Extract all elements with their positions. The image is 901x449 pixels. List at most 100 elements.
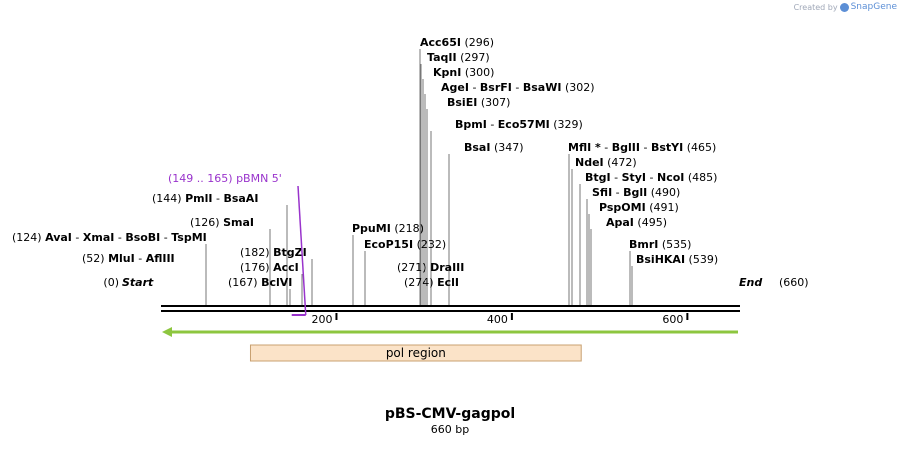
site-label-8[interactable]: EcoP15I (232) — [364, 238, 446, 251]
enzyme-name: Eco57MI — [498, 118, 550, 131]
feature-label: pol region — [386, 346, 446, 360]
enzyme-name: BsiHKAI — [636, 253, 685, 266]
site-position: (52) — [82, 252, 105, 265]
enzyme-name: AccI — [273, 261, 299, 274]
enzyme-name: MluI — [108, 252, 135, 265]
enzyme-name: DraIII — [430, 261, 464, 274]
feature-pol-region[interactable] — [249, 344, 582, 362]
primer-label: (149 .. 165) pBMN 5' — [168, 172, 282, 185]
site-position: (176) — [240, 261, 270, 274]
enzyme-name: PpuMI — [352, 222, 391, 235]
enzyme-name: BglI — [623, 186, 647, 199]
site-label-16[interactable]: BpmI - Eco57MI (329) — [455, 118, 583, 131]
site-label-11[interactable]: Acc65I (296) — [420, 36, 494, 49]
backbone — [161, 305, 740, 312]
site-label-20[interactable]: BtgI - StyI - NcoI (485) — [585, 171, 717, 184]
site-position: (296) — [464, 36, 494, 49]
site-position: (329) — [553, 118, 583, 131]
site-label-21[interactable]: SfiI - BglI (490) — [592, 186, 680, 199]
enzyme-name: BmrI — [629, 238, 658, 251]
snapgene-credit: Created by SnapGene — [794, 2, 897, 12]
site-label-4[interactable]: (182) BtgZI — [240, 246, 307, 259]
enzyme-name: BclVI — [261, 276, 292, 289]
enzyme-name: BglII — [612, 141, 640, 154]
site-label-5[interactable]: (176) AccI — [240, 261, 299, 274]
site-label-7[interactable]: PpuMI (218) — [352, 222, 424, 235]
site-label-2[interactable]: (144) PmlI - BsaAI — [152, 192, 258, 205]
enzyme-name: BsiEI — [447, 96, 477, 109]
site-position: (485) — [688, 171, 718, 184]
site-position: (144) — [152, 192, 182, 205]
credit-prefix: Created by — [793, 2, 838, 12]
site-position: (490) — [651, 186, 681, 199]
site-label-3[interactable]: (126) SmaI — [190, 216, 254, 229]
enzyme-name: EcoP15I — [364, 238, 413, 251]
site-label-19[interactable]: NdeI (472) — [575, 156, 637, 169]
enzyme-name: AvaI — [45, 231, 72, 244]
enzyme-name: SfiI — [592, 186, 612, 199]
ruler-label-400: 400 — [487, 313, 508, 326]
enzyme-name: NdeI — [575, 156, 604, 169]
enzyme-name: SmaI — [223, 216, 254, 229]
enzyme-name: BpmI — [455, 118, 487, 131]
site-label-13[interactable]: KpnI (300) — [433, 66, 494, 79]
map-length: 660 bp — [431, 423, 469, 436]
ruler-label-600: 600 — [662, 313, 683, 326]
site-label-18[interactable]: MflI * - BglII - BstYI (465) — [568, 141, 716, 154]
site-label-23[interactable]: ApaI (495) — [606, 216, 667, 229]
site-labels: (124) AvaI - XmaI - BsoBI - TspMI (52) Ml… — [12, 36, 718, 289]
enzyme-name: EclI — [437, 276, 459, 289]
site-lines — [205, 49, 633, 305]
site-position: (218) — [394, 222, 424, 235]
enzyme-name: MflI * — [568, 141, 601, 154]
snapgene-logo-icon — [839, 2, 849, 12]
primer-pbmn5[interactable]: (149 .. 165) pBMN 5' — [168, 172, 307, 316]
site-label-24[interactable]: BmrI (535) — [629, 238, 691, 251]
enzyme-name: BstYI — [651, 141, 683, 154]
site-label-6[interactable]: (167) BclVI — [228, 276, 292, 289]
site-position: (302) — [565, 81, 595, 94]
site-label-1[interactable]: (52) MluI - AflIII — [82, 252, 175, 265]
site-position: (182) — [240, 246, 270, 259]
site-position: (495) — [637, 216, 667, 229]
site-label-14[interactable]: AgeI - BsrFI - BsaWI (302) — [441, 81, 595, 94]
site-position: (539) — [689, 253, 719, 266]
site-label-22[interactable]: PspOMI (491) — [599, 201, 679, 214]
site-position: (126) — [190, 216, 220, 229]
site-label-9[interactable]: (271) DraIII — [397, 261, 464, 274]
enzyme-name: BtgI — [585, 171, 611, 184]
enzyme-name: ApaI — [606, 216, 634, 229]
enzyme-name: Acc65I — [420, 36, 461, 49]
enzyme-name: PspOMI — [599, 201, 646, 214]
site-label-17[interactable]: BsaI (347) — [464, 141, 524, 154]
enzyme-name: BtgZI — [273, 246, 307, 259]
site-position: (167) — [228, 276, 258, 289]
site-position: (465) — [687, 141, 717, 154]
enzyme-name: AgeI — [441, 81, 469, 94]
map-title: pBS-CMV-gagpol — [385, 406, 515, 422]
enzyme-name: PmlI — [185, 192, 212, 205]
site-label-10[interactable]: (274) EclI — [404, 276, 459, 289]
end-position: (660) — [779, 276, 809, 289]
site-label-15[interactable]: BsiEI (307) — [447, 96, 510, 109]
enzyme-name: StyI — [622, 171, 646, 184]
start-label: Start — [122, 276, 154, 289]
credit-brand: SnapGene — [850, 2, 897, 12]
enzyme-name: BsaAI — [223, 192, 258, 205]
site-position: (472) — [607, 156, 637, 169]
enzyme-name: AflIII — [146, 252, 175, 265]
enzyme-name: TspMI — [171, 231, 207, 244]
site-position: (271) — [397, 261, 427, 274]
site-label-25[interactable]: BsiHKAI (539) — [636, 253, 718, 266]
site-label-12[interactable]: TaqII (297) — [427, 51, 490, 64]
enzyme-name: BsrFI — [480, 81, 512, 94]
site-position: (307) — [481, 96, 511, 109]
primer-leader — [297, 185, 307, 316]
site-label-0[interactable]: (124) AvaI - XmaI - BsoBI - TspMI — [12, 231, 207, 244]
site-position: (297) — [460, 51, 490, 64]
enzyme-name: NcoI — [657, 171, 684, 184]
end-label: End — [739, 276, 762, 289]
site-position: (232) — [417, 238, 447, 251]
